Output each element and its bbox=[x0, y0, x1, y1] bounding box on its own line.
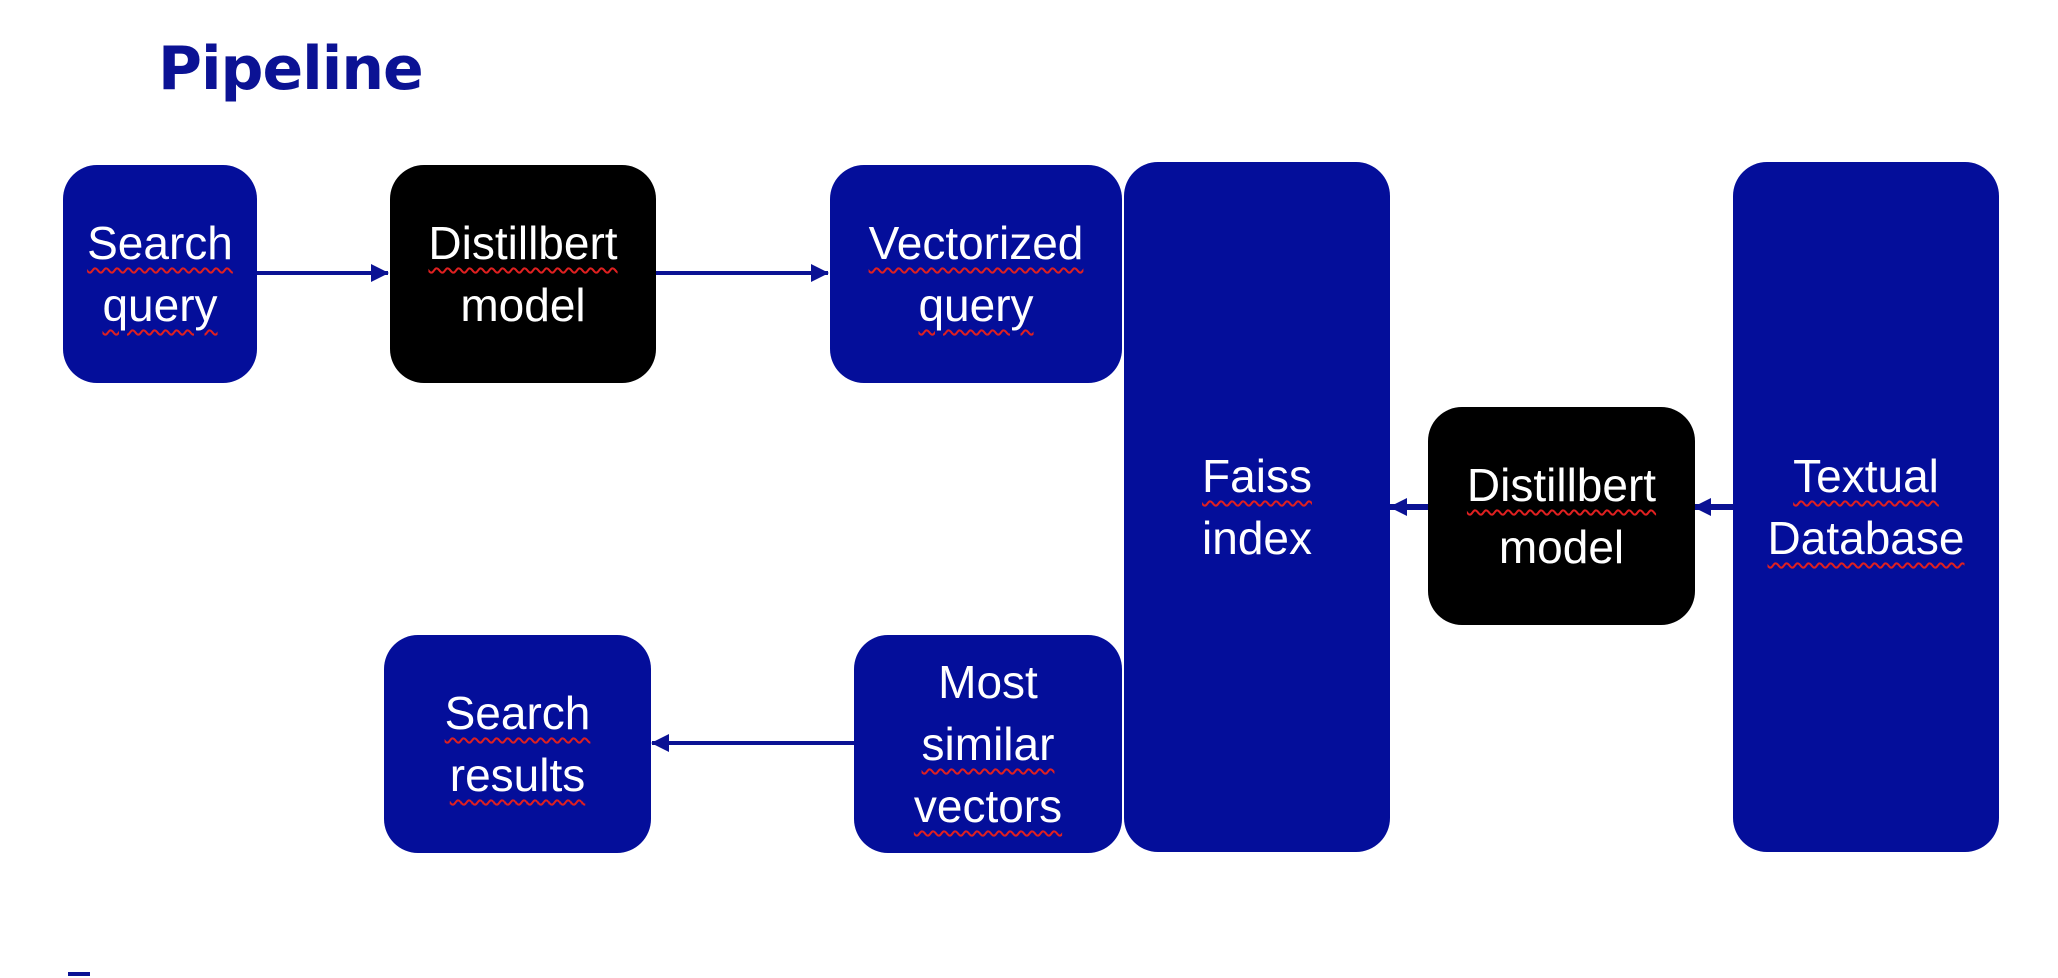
node-label: Textual bbox=[1793, 450, 1939, 502]
node-textual-database: Textual Database bbox=[1733, 162, 1999, 852]
node-faiss-index: Faiss index bbox=[1124, 162, 1390, 852]
node-label: Search bbox=[444, 687, 591, 739]
node-label: model bbox=[1498, 521, 1625, 573]
footer-mark bbox=[68, 972, 90, 976]
node-search-query: Search query bbox=[63, 165, 257, 383]
node-label: query bbox=[918, 279, 1034, 331]
node-label: model bbox=[460, 279, 586, 331]
node-label: Distillbert bbox=[1466, 459, 1657, 511]
node-distillbert-model-right: Distillbert model bbox=[1428, 407, 1695, 625]
node-label: Most bbox=[938, 656, 1038, 708]
node-label: Search bbox=[87, 217, 233, 269]
node-label: similar bbox=[921, 718, 1055, 770]
page-title: Pipeline bbox=[158, 34, 424, 104]
node-search-results: Search results bbox=[384, 635, 651, 853]
node-label: Faiss bbox=[1202, 450, 1312, 502]
node-label: vectors bbox=[913, 780, 1063, 832]
node-label: index bbox=[1202, 512, 1312, 564]
node-label: Vectorized bbox=[868, 217, 1084, 269]
node-label: Distillbert bbox=[428, 217, 618, 269]
node-label: results bbox=[449, 749, 586, 801]
node-label: Database bbox=[1767, 512, 1965, 564]
node-label: query bbox=[102, 279, 218, 331]
node-distillbert-model-top: Distillbert model bbox=[390, 165, 656, 383]
node-most-similar-vectors: Most similar vectors bbox=[854, 635, 1122, 853]
node-vectorized-query: Vectorized query bbox=[830, 165, 1122, 383]
